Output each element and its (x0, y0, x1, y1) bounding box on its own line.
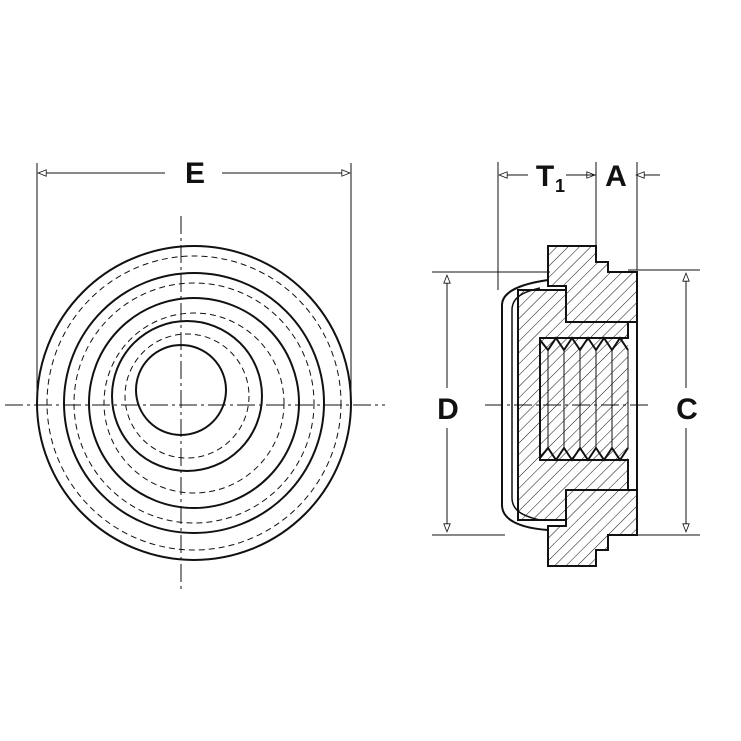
flange-hidden-circle (46, 255, 342, 551)
thread-major-circle (124, 333, 250, 459)
label-t1: T (536, 160, 554, 193)
label-c: C (676, 393, 698, 426)
internal-thread (539, 336, 629, 462)
label-d: D (437, 393, 459, 426)
hub-circle (111, 320, 263, 472)
label-a: A (605, 160, 627, 193)
body-circle (63, 272, 325, 534)
label-t1-subscript: 1 (555, 176, 565, 196)
front-cap-inner (511, 287, 541, 521)
shoulder-hidden-circle (103, 312, 285, 494)
outer-flange-circle (36, 245, 352, 561)
section-view (432, 162, 700, 567)
label-e: E (185, 157, 205, 190)
front-view (5, 163, 385, 590)
body-hidden-circle (73, 282, 315, 524)
dimension-labels: E T 1 A D C (180, 150, 700, 426)
shoulder-circle (88, 297, 300, 509)
